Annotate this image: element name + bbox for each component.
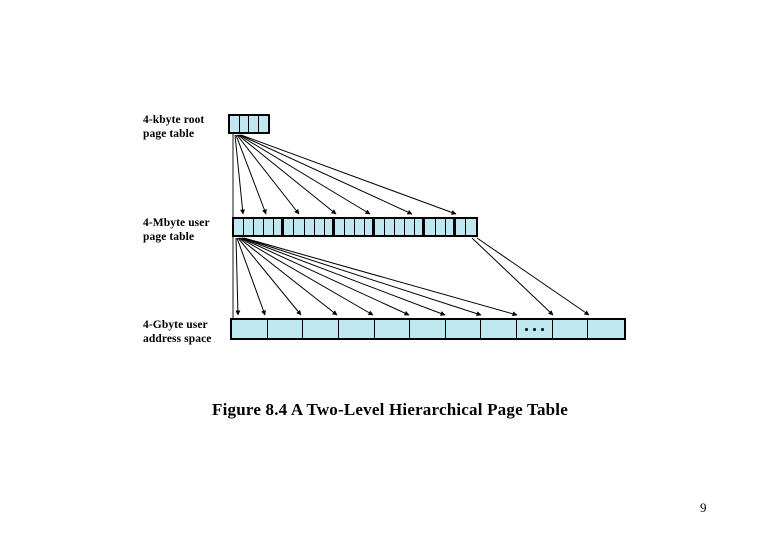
root-cell <box>258 116 268 132</box>
root-page-table <box>228 114 270 134</box>
middle-cell <box>244 219 255 235</box>
root-page-table-label: 4-kbyte root page table <box>143 114 205 140</box>
middle-cell <box>425 219 436 235</box>
bottom-cell <box>445 320 482 338</box>
middle-cell <box>314 219 325 235</box>
bottom-cell <box>267 320 304 338</box>
middle-cell <box>334 219 345 235</box>
middle-cell <box>455 219 466 235</box>
bottom-cell <box>410 320 446 338</box>
user-page-table <box>232 217 478 237</box>
middle-cell <box>415 219 426 235</box>
bottom-cell <box>374 320 411 338</box>
middle-cell <box>385 219 396 235</box>
bottom-cell <box>303 320 339 338</box>
middle-cell <box>405 219 416 235</box>
middle-cell <box>284 219 295 235</box>
root-cell <box>239 116 249 132</box>
middle-cell <box>395 219 406 235</box>
middle-cell <box>375 219 386 235</box>
middle-cell <box>304 219 315 235</box>
ellipsis-dot <box>524 327 528 331</box>
bottom-cell <box>232 320 268 338</box>
middle-cell <box>324 219 335 235</box>
middle-cell <box>234 219 245 235</box>
middle-ellipsis-cell <box>365 219 376 235</box>
ellipsis-dot <box>540 327 544 331</box>
page-number: 9 <box>700 500 707 515</box>
root-cell <box>230 116 240 132</box>
middle-cell <box>354 219 366 235</box>
bottom-cell <box>338 320 375 338</box>
middle-cell <box>465 219 476 235</box>
middle-cell <box>294 219 305 235</box>
middle-cell <box>264 219 275 235</box>
user-page-table-label: 4-Mbyte user page table <box>143 217 210 243</box>
bottom-cell <box>588 320 624 338</box>
bottom-ellipsis-cell <box>517 320 553 338</box>
middle-cell <box>435 219 446 235</box>
middle-cell <box>344 219 355 235</box>
figure-caption: Figure 8.4 A Two-Level Hierarchical Page… <box>212 400 568 419</box>
bottom-cell <box>481 320 517 338</box>
middle-cell <box>254 219 265 235</box>
user-address-space <box>230 318 626 340</box>
middle-cell <box>445 219 456 235</box>
ellipsis-dot <box>532 327 536 331</box>
user-address-space-label: 4-Gbyte user address space <box>143 319 212 345</box>
bottom-cell <box>552 320 589 338</box>
middle-cell <box>274 219 285 235</box>
root-cell <box>249 116 259 132</box>
